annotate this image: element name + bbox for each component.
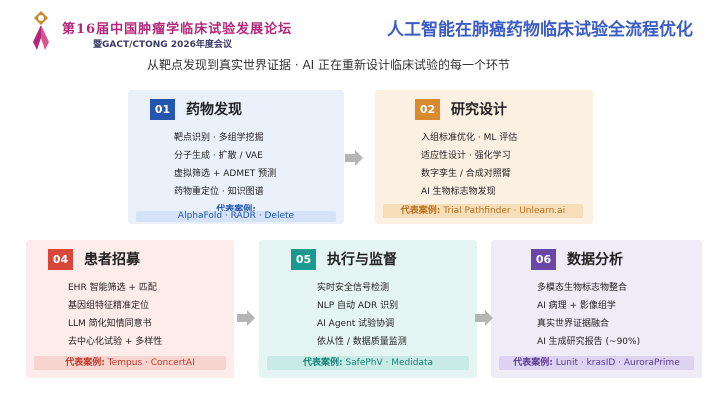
card-item-list: 实时安全信号检测 NLP 自动 ADR 识别 AI Agent 试验协调 依从性…	[317, 279, 407, 351]
list-item: 去中心化试验 + 多样性	[68, 337, 163, 347]
list-item: 分子生成 · 扩散 / VAE	[174, 151, 263, 161]
right-arrow-icon	[237, 310, 255, 326]
list-item: AI 生成研究报告 (~90%)	[537, 337, 641, 347]
step-number-badge: 02	[415, 99, 440, 120]
case-label: 代表案例:	[65, 358, 105, 368]
case-examples: Tempus · ConcertAI	[107, 358, 195, 368]
list-item: 数字孪生 / 合成对照臂	[421, 169, 511, 179]
case-examples: AlphaFold · RADR · Delete	[136, 211, 336, 222]
case-label: 代表案例:	[513, 358, 553, 368]
case-row: 代表案例: Trial Pathfinder · Unlearn.ai	[383, 204, 583, 218]
card-patient-recruitment: 04 患者招募 EHR 智能筛选 + 匹配 基因组特征精准定位 LLM 简化知情…	[26, 240, 234, 378]
logo-subtitle: 暨GACT/CTONG 2026年度会议	[93, 40, 232, 50]
case-label: 代表案例:	[216, 205, 256, 215]
right-arrow-icon	[475, 310, 493, 326]
list-item: 基因组特征精准定位	[68, 301, 150, 311]
list-item: 实时安全信号检测	[317, 283, 390, 293]
ribbon-icon	[33, 11, 49, 50]
list-item: AI Agent 试验协调	[317, 319, 395, 329]
list-item: NLP 自动 ADR 识别	[317, 301, 399, 311]
list-item: 多模态生物标志物整合	[537, 283, 628, 293]
step-number-badge: 04	[48, 249, 73, 270]
case-label: 代表案例:	[302, 358, 343, 368]
page-subtitle: 从靶点发现到真实世界证据 · AI 正在重新设计临床试验的每一个环节	[147, 58, 511, 72]
list-item: LLM 简化知情同意书	[68, 319, 152, 329]
list-item: 依从性 / 数据质量监测	[317, 337, 407, 347]
list-item: EHR 智能筛选 + 匹配	[68, 283, 157, 293]
card-title: 执行与监督	[327, 252, 397, 268]
card-item-list: EHR 智能筛选 + 匹配 基因组特征精准定位 LLM 简化知情同意书 去中心化…	[68, 279, 162, 351]
list-item: 靶点识别 · 多组学挖掘	[174, 133, 264, 143]
list-item: 真实世界证据融合	[537, 319, 610, 329]
list-item: 入组标准优化 · ML 评估	[421, 133, 518, 143]
list-item: AI 生物标志物发现	[421, 187, 496, 197]
case-row: 代表案例: Tempus · ConcertAI	[34, 356, 226, 370]
logo-title: 第16届中国肿瘤学临床试验发展论坛	[62, 22, 293, 37]
step-number-badge: 01	[150, 99, 175, 120]
card-title: 患者招募	[84, 252, 140, 268]
card-drug-discovery: 01 药物发现 靶点识别 · 多组学挖掘 分子生成 · 扩散 / VAE 虚拟筛…	[128, 90, 344, 224]
card-title: 数据分析	[567, 252, 623, 268]
step-number-badge: 05	[291, 249, 316, 270]
card-item-list: 靶点识别 · 多组学挖掘 分子生成 · 扩散 / VAE 虚拟筛选 + ADME…	[174, 129, 276, 201]
card-item-list: 多模态生物标志物整合 AI 病理 + 影像组学 真实世界证据融合 AI 生成研究…	[537, 279, 640, 351]
card-item-list: 入组标准优化 · ML 评估 适应性设计 · 强化学习 数字孪生 / 合成对照臂…	[421, 129, 517, 201]
card-execution-monitoring: 05 执行与监督 实时安全信号检测 NLP 自动 ADR 识别 AI Agent…	[259, 240, 477, 378]
card-study-design: 02 研究设计 入组标准优化 · ML 评估 适应性设计 · 强化学习 数字孪生…	[375, 90, 593, 224]
card-data-analysis: 06 数据分析 多模态生物标志物整合 AI 病理 + 影像组学 真实世界证据融合…	[491, 240, 702, 378]
list-item: 药物重定位 · 知识图谱	[174, 187, 264, 197]
card-title: 药物发现	[186, 102, 242, 118]
list-item: AI 病理 + 影像组学	[537, 301, 616, 311]
right-arrow-icon	[345, 150, 363, 166]
step-number-badge: 06	[531, 249, 556, 270]
case-examples: SafePhV · Medidata	[345, 358, 434, 368]
case-row: 代表案例: SafePhV · Medidata	[267, 356, 469, 370]
page-title: 人工智能在肺癌药物临床试验全流程优化	[387, 20, 693, 40]
list-item: 虚拟筛选 + ADMET 预测	[174, 169, 277, 179]
case-row: 代表案例: Lunit · krasID · AuroraPrime	[499, 356, 694, 370]
list-item: 适应性设计 · 强化学习	[421, 151, 511, 161]
case-examples: Lunit · krasID · AuroraPrime	[555, 358, 680, 368]
card-title: 研究设计	[451, 102, 507, 118]
case-label: 代表案例:	[400, 206, 441, 216]
case-examples: Trial Pathfinder · Unlearn.ai	[443, 206, 566, 216]
